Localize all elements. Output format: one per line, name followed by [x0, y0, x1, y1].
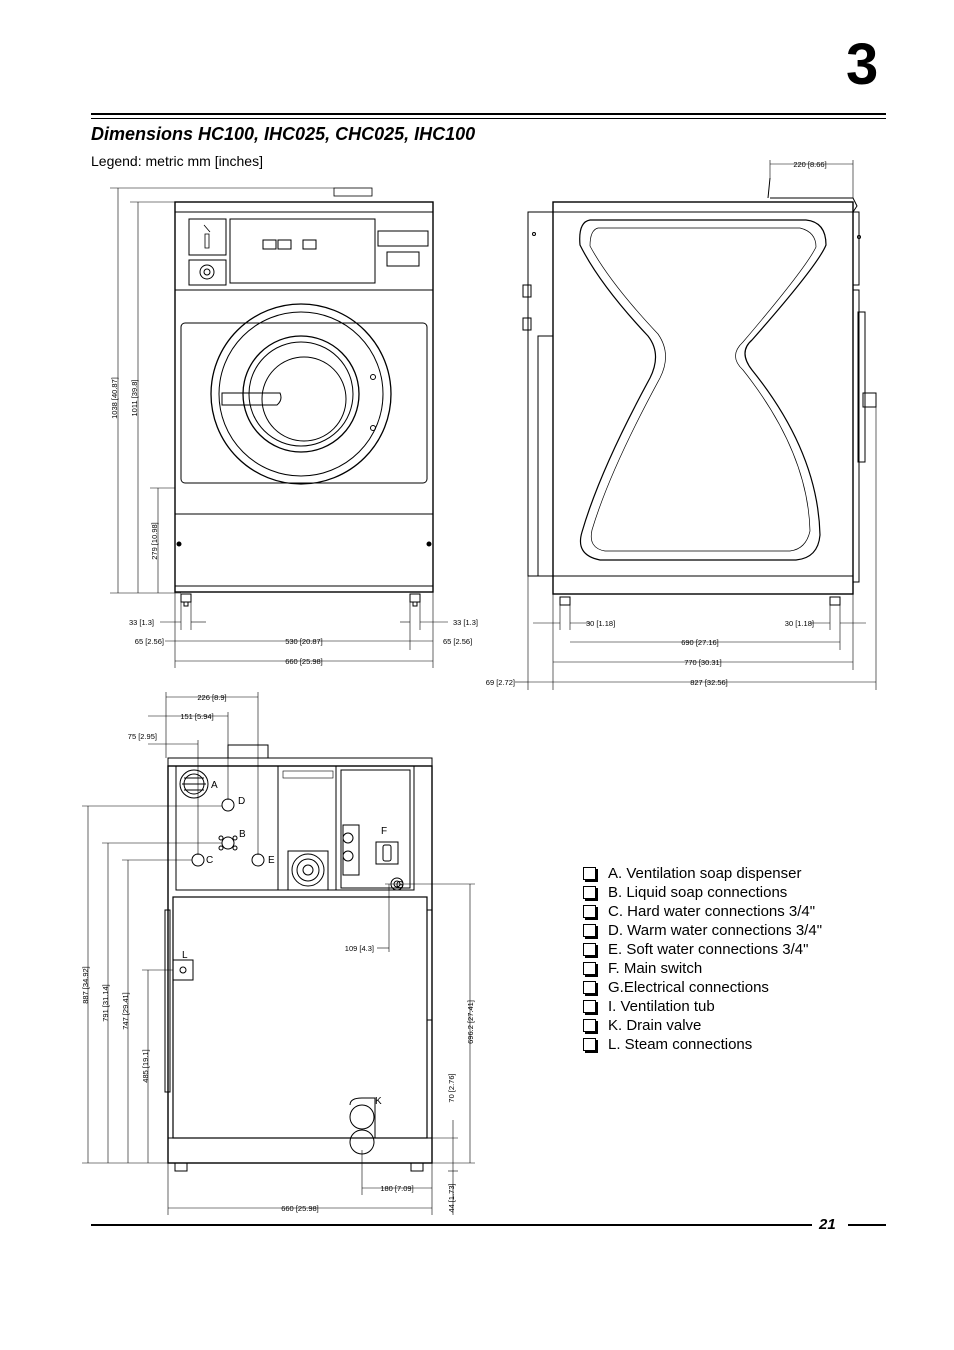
- dim-front-foot-right: 33 [1.3]: [453, 618, 478, 627]
- list-item: F. Main switch: [583, 959, 822, 978]
- list-item-label: C. Hard water connections 3/4": [608, 903, 816, 920]
- dim-rear-k-height: 70 [2.76]: [447, 1073, 456, 1102]
- label-b: B: [239, 829, 246, 840]
- dim-front-door-height: 279 [10.98]: [150, 522, 159, 560]
- list-item-label: K. Drain valve: [608, 1017, 702, 1034]
- side-view-dimensions: [515, 160, 877, 690]
- dim-side-feet-span: 690 [27.16]: [681, 638, 719, 647]
- checkbox-icon: [583, 962, 596, 975]
- dim-rear-g-offset: 109 [4.3]: [345, 944, 374, 953]
- side-view-drawing: [522, 177, 877, 606]
- dim-front-height-total: 1038 [40.87]: [110, 377, 119, 419]
- dim-side-foot-left: 30 [1.18]: [586, 619, 615, 628]
- front-view-dimensions: [110, 187, 448, 668]
- label-f: F: [381, 826, 387, 837]
- checkbox-icon: [583, 1019, 596, 1032]
- dim-front-width: 660 [25.98]: [285, 657, 323, 666]
- dim-rear-w3: 75 [2.95]: [128, 732, 157, 741]
- checkbox-icon: [583, 886, 596, 899]
- page-number: 21: [819, 1216, 836, 1233]
- label-a: A: [211, 780, 218, 791]
- dim-rear-foot: 44 [1.73]: [447, 1183, 456, 1212]
- dim-front-side-left: 65 [2.56]: [135, 637, 164, 646]
- dim-rear-width: 660 [25.98]: [281, 1204, 319, 1213]
- dim-side-body-depth: 770 [30.31]: [684, 658, 722, 667]
- checkbox-icon: [583, 943, 596, 956]
- list-item: I. Ventilation tub: [583, 997, 822, 1016]
- header-rule-thin: [91, 118, 886, 119]
- dim-front-height-body: 1011 [39.8]: [130, 380, 139, 417]
- list-item: B. Liquid soap connections: [583, 883, 822, 902]
- list-item: C. Hard water connections 3/4": [583, 902, 822, 921]
- dim-front-foot-left: 33 [1.3]: [129, 618, 154, 627]
- header-rule: [91, 113, 886, 115]
- chapter-number: 3: [846, 32, 879, 97]
- list-item-label: L. Steam connections: [608, 1036, 753, 1053]
- front-view-drawing: [174, 187, 434, 607]
- list-item-label: B. Liquid soap connections: [608, 884, 788, 901]
- list-item: K. Drain valve: [583, 1016, 822, 1035]
- label-l: L: [182, 950, 188, 961]
- dim-rear-w2: 151 [5.94]: [180, 712, 213, 721]
- dim-front-side-right: 65 [2.56]: [443, 637, 472, 646]
- list-item: E. Soft water connections 3/4": [583, 940, 822, 959]
- list-item: D. Warm water connections 3/4": [583, 921, 822, 940]
- label-c: C: [206, 855, 213, 866]
- rear-view-dimensions: [82, 692, 475, 1215]
- footer-rule: [91, 1224, 812, 1226]
- list-item-label: G.Electrical connections: [608, 979, 769, 996]
- list-item-label: I. Ventilation tub: [608, 998, 715, 1015]
- checkbox-icon: [583, 1038, 596, 1051]
- dim-side-rear-offset: 69 [2.72]: [486, 678, 515, 687]
- rear-view-drawing: [164, 744, 433, 1172]
- section-title: Dimensions HC100, IHC025, CHC025, IHC100: [91, 124, 476, 144]
- checkbox-icon: [583, 867, 596, 880]
- checkbox-icon: [583, 924, 596, 937]
- dim-side-total-depth: 827 [32.56]: [690, 678, 728, 687]
- label-e: E: [268, 855, 275, 866]
- label-g: G: [396, 880, 404, 891]
- dim-front-feet-span: 530 [20.87]: [285, 637, 323, 646]
- legend-text: Legend: metric mm [inches]: [91, 153, 263, 169]
- checkbox-icon: [583, 905, 596, 918]
- list-item-label: D. Warm water connections 3/4": [608, 922, 823, 939]
- dim-rear-w1: 226 [8.9]: [197, 693, 226, 702]
- list-item: L. Steam connections: [583, 1035, 822, 1054]
- checkbox-icon: [583, 981, 596, 994]
- dim-rear-h3: 747 [29.41]: [121, 992, 130, 1030]
- label-k: K: [375, 1096, 382, 1107]
- list-item-label: E. Soft water connections 3/4": [608, 941, 809, 958]
- dim-rear-h4: 485 [19.1]: [141, 1049, 150, 1082]
- dim-side-foot-right: 30 [1.18]: [785, 619, 814, 628]
- dim-rear-h1: 887 [34.92]: [81, 966, 90, 1004]
- dim-side-top-offset: 220 [8.66]: [793, 160, 826, 169]
- connections-legend-list: A. Ventilation soap dispenser B. Liquid …: [583, 864, 822, 1054]
- dim-rear-k-offset: 180 [7.09]: [380, 1184, 413, 1193]
- list-item: G.Electrical connections: [583, 978, 822, 997]
- list-item-label: F. Main switch: [608, 960, 703, 977]
- checkbox-icon: [583, 1000, 596, 1013]
- footer-rule-right: [848, 1224, 886, 1226]
- list-item-label: A. Ventilation soap dispenser: [608, 865, 802, 882]
- dim-rear-h2: 791 [31.14]: [101, 984, 110, 1022]
- list-item: A. Ventilation soap dispenser: [583, 864, 822, 883]
- dim-rear-g-height: 696.2 [27.41]: [466, 1000, 475, 1044]
- label-d: D: [238, 796, 245, 807]
